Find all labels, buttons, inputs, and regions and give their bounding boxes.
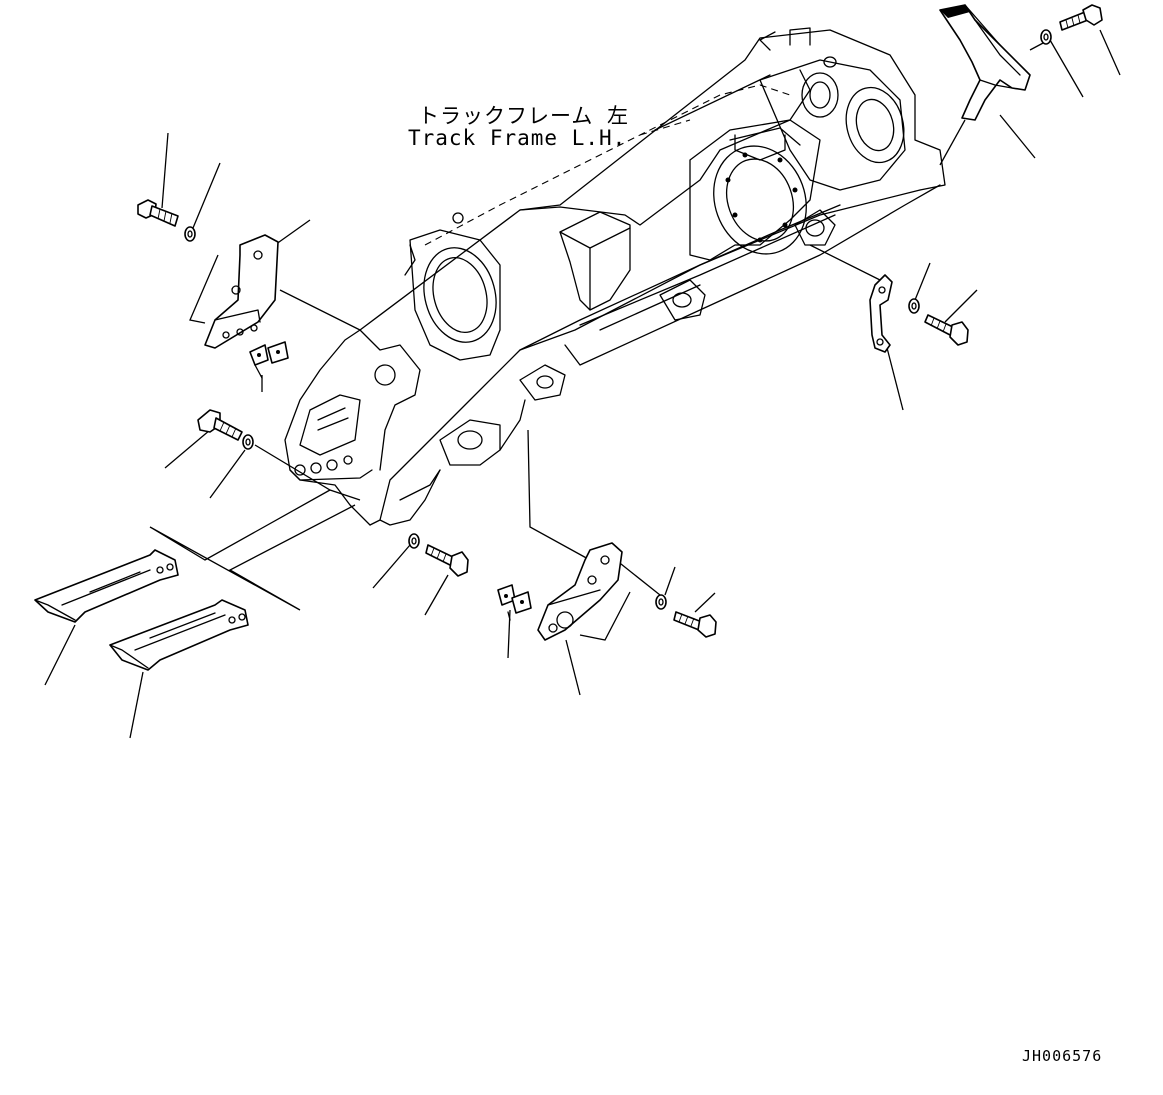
track-frame [284,27,946,526]
title-japanese: トラックフレーム 左 [418,104,630,128]
bolt-upper-right [1059,4,1103,31]
bolt-upper-left [137,199,179,227]
bolt-lower-right [673,611,717,638]
step-lower [109,599,249,671]
washer-middle-left [242,434,254,450]
guard-upper-right [939,4,1031,121]
washer-lower-middle [408,533,420,549]
washer-right [908,298,920,314]
guard-plate-rear [204,234,279,349]
washer-lower-right [655,594,667,610]
shim-front [497,584,532,621]
guard-plate-front [537,542,623,641]
bolt-lower-middle [425,544,469,577]
washer-upper-right [1040,29,1052,45]
washer-upper-left [184,226,196,242]
bolt-middle-left [197,409,243,441]
bolt-right [924,314,969,346]
title-english: Track Frame L.H. [408,126,627,150]
drawing-code: JH006576 [1022,1047,1103,1065]
leader-lines [44,29,1121,739]
bracket-right [869,274,893,353]
step-upper [34,549,179,623]
shim-rear [249,341,289,379]
